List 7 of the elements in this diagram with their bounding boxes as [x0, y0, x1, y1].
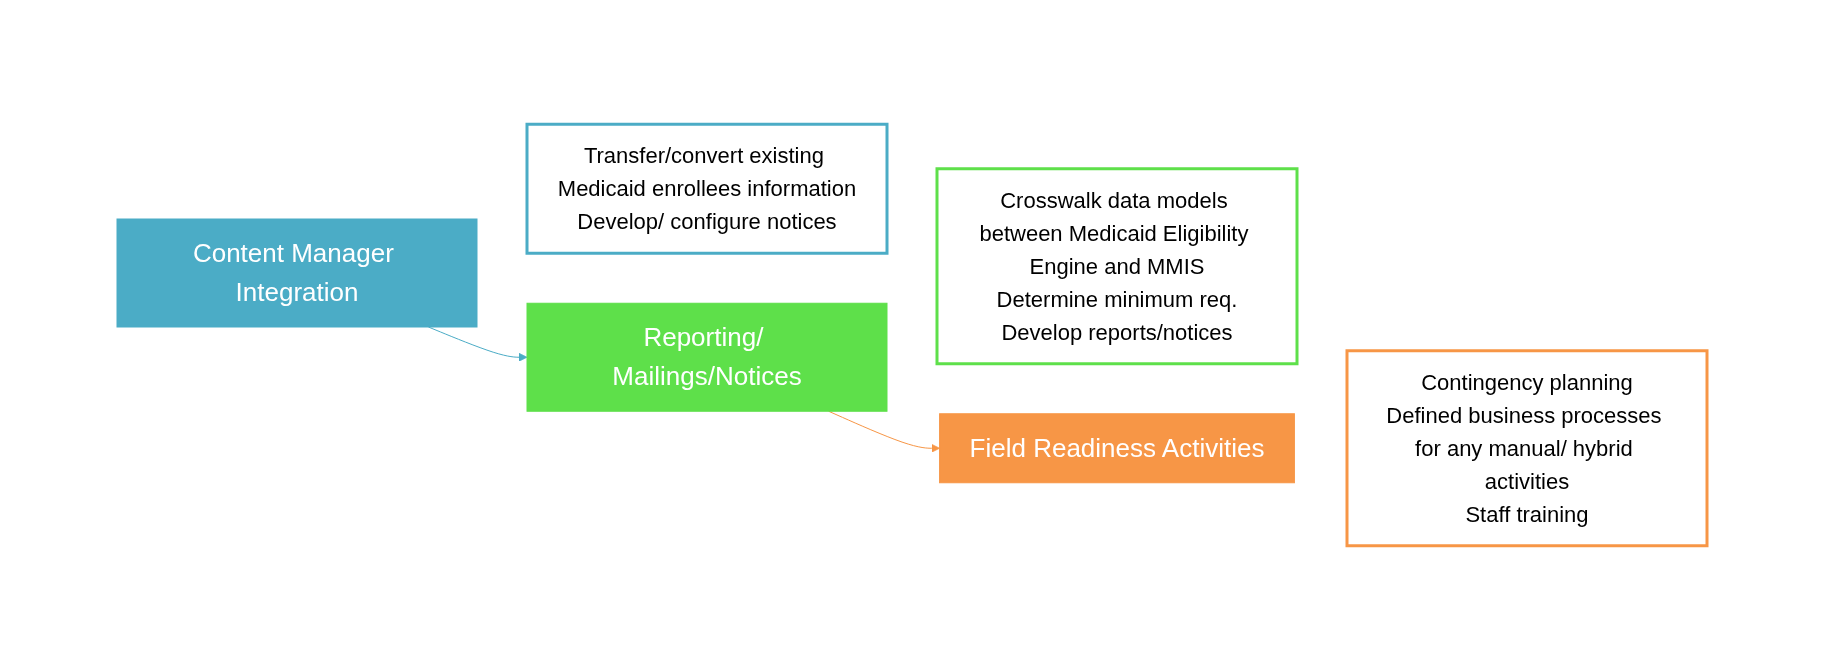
node-box: Content Manager Integration	[116, 218, 477, 327]
node-box: Reporting/ Mailings/Notices	[526, 302, 887, 412]
arrow	[827, 410, 940, 453]
node-box: Contingency planning Defined business processes for any manual/ hybrid activities Staff training	[1345, 348, 1708, 547]
node-box: Transfer/convert existing Medicaid enrollees information Develop/ configure notices	[525, 122, 888, 255]
node-box: Crosswalk data models between Medicaid Eligibility Engine and MMIS Determine minimum req. Develop reports/notices	[935, 166, 1298, 365]
node-box: Field Readiness Activities	[938, 412, 1295, 483]
